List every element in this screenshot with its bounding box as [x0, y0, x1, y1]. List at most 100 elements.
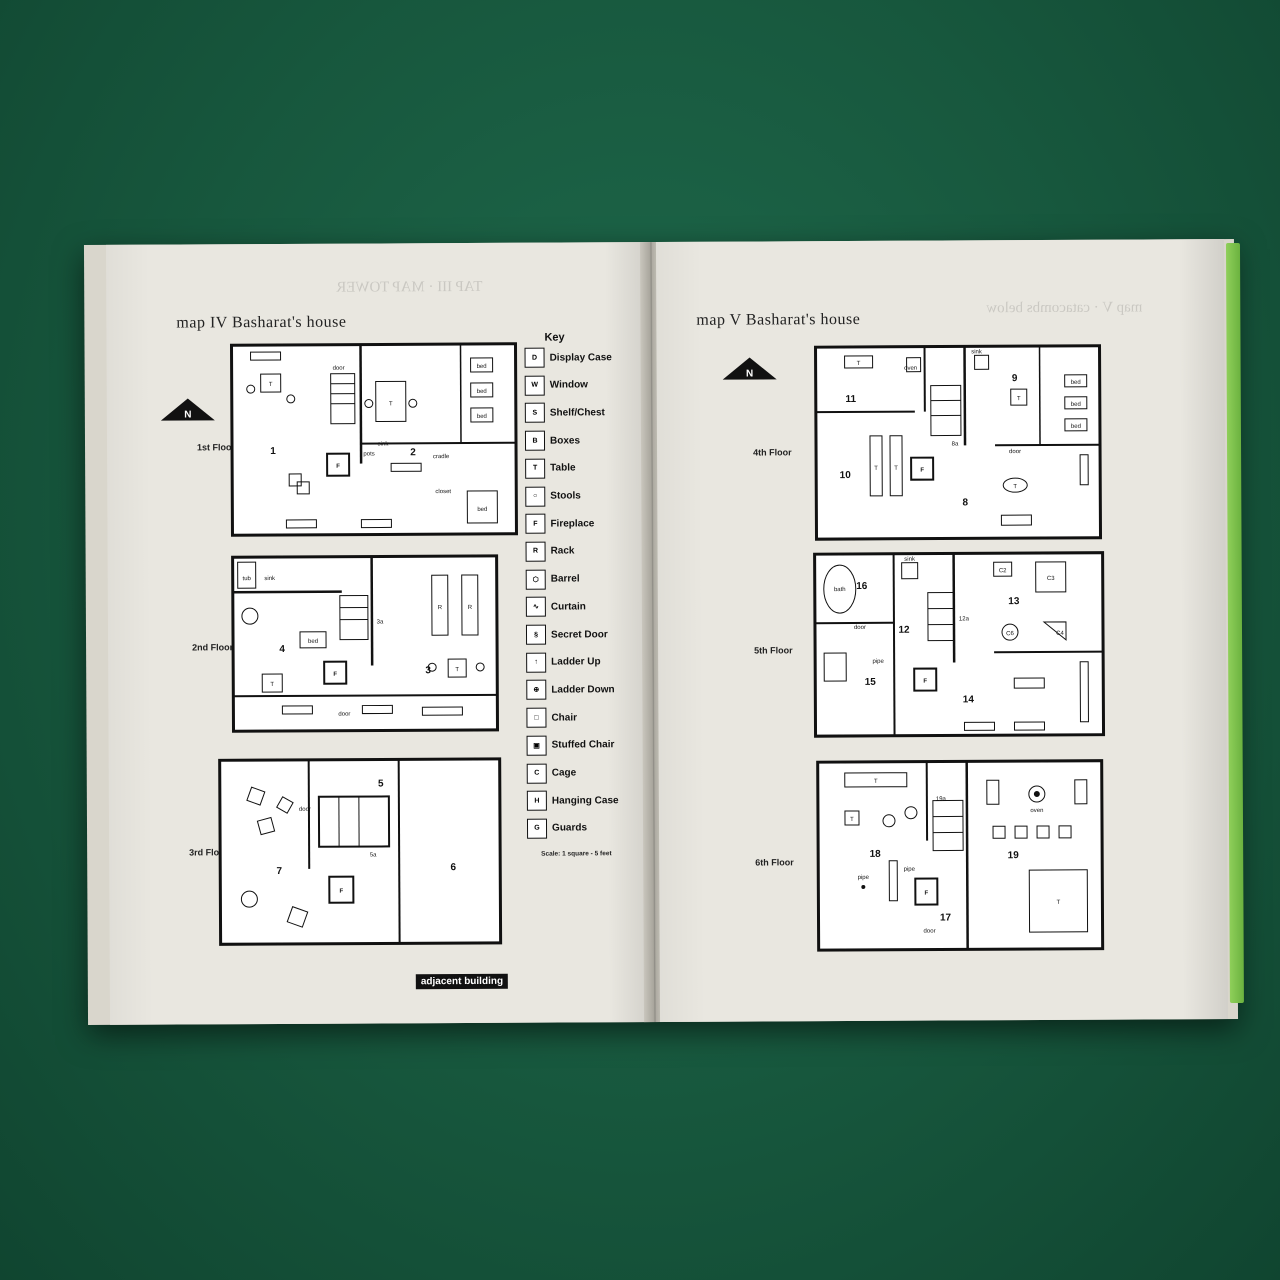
key-item: ▣ Stuffed Chair	[526, 734, 615, 756]
key-label: Curtain	[550, 601, 586, 613]
svg-text:pipe: pipe	[872, 659, 884, 665]
key-label: Barrel	[550, 573, 580, 585]
svg-text:3a: 3a	[377, 619, 384, 625]
svg-text:oven: oven	[904, 366, 917, 372]
svg-text:T: T	[269, 382, 273, 388]
svg-text:pipe: pipe	[858, 875, 870, 881]
svg-text:17: 17	[940, 912, 952, 923]
svg-text:door: door	[338, 712, 350, 718]
svg-text:13: 13	[1008, 596, 1020, 607]
svg-text:sink: sink	[264, 576, 276, 582]
svg-text:8a: 8a	[952, 441, 959, 447]
key-label: Guards	[551, 822, 588, 834]
key-symbol-icon: H	[526, 790, 547, 811]
svg-text:4: 4	[279, 644, 285, 655]
right-page: map V · catacombs below map V Basharat's…	[655, 239, 1229, 1023]
key-symbol-icon: □	[526, 707, 547, 728]
svg-text:bed: bed	[308, 639, 318, 645]
svg-text:bed: bed	[1071, 424, 1081, 430]
svg-text:T: T	[1013, 484, 1017, 490]
svg-text:T: T	[874, 779, 878, 785]
key-symbol-icon: F	[525, 513, 546, 534]
svg-text:T: T	[894, 466, 898, 472]
floor-plan-5th: bath sink F pipe C2 C3 C6 C4 16 12 12a 1…	[813, 551, 1106, 738]
svg-text:T: T	[389, 401, 393, 407]
key-item: ⊕Ladder Down	[526, 679, 615, 701]
svg-text:sink: sink	[378, 441, 390, 447]
svg-text:9: 9	[1012, 373, 1018, 384]
svg-text:3: 3	[425, 665, 431, 676]
svg-text:T: T	[270, 682, 274, 688]
key-symbol-icon: R	[525, 541, 546, 562]
svg-text:F: F	[925, 891, 929, 897]
svg-text:1: 1	[270, 446, 276, 457]
svg-text:C6: C6	[1006, 631, 1014, 637]
svg-text:bath: bath	[834, 587, 846, 593]
key-label: Table	[550, 462, 576, 474]
svg-text:bed: bed	[477, 507, 487, 513]
svg-text:C4: C4	[1056, 631, 1064, 637]
right-map-title: map V Basharat's house	[696, 310, 861, 329]
compass-north-icon: N	[160, 398, 215, 421]
floor-plan-3rd: F 7 5 5a 6 door	[218, 757, 503, 946]
key-symbol-icon: ○	[525, 486, 546, 507]
svg-text:5a: 5a	[370, 852, 377, 858]
svg-text:18: 18	[870, 849, 882, 860]
floor-plan-4th: F T T T oven sink T bed bed bed T 11 9 1…	[814, 344, 1103, 541]
svg-text:11: 11	[845, 394, 856, 405]
bleed-through-text: map V · catacombs below	[986, 299, 1143, 317]
svg-text:tub: tub	[243, 576, 252, 582]
key-label: Rack	[550, 545, 575, 557]
key-symbol-icon: ∿	[525, 596, 546, 618]
svg-text:F: F	[340, 889, 344, 895]
key-label: Secret Door	[550, 628, 608, 641]
svg-text:F: F	[333, 672, 337, 678]
key-label: Stools	[550, 490, 581, 502]
key-label: Ladder Down	[551, 684, 615, 696]
svg-text:F: F	[336, 464, 340, 470]
bleed-through-text: TAP III · MAP TOWER	[336, 278, 483, 296]
key-item: D Display Case	[524, 346, 612, 368]
svg-text:10: 10	[840, 470, 852, 481]
svg-text:closet: closet	[435, 489, 451, 495]
key-symbol-icon: ↑	[526, 652, 547, 673]
svg-text:door: door	[854, 625, 866, 631]
svg-text:bed: bed	[477, 364, 487, 370]
svg-text:T: T	[1017, 396, 1021, 402]
svg-text:C2: C2	[999, 568, 1007, 574]
svg-text:R: R	[468, 605, 473, 611]
key-item: R Rack	[525, 540, 575, 562]
svg-text:2: 2	[410, 447, 416, 458]
floor-label-6th: 6th Floor	[755, 857, 794, 868]
svg-text:19: 19	[1008, 850, 1020, 861]
svg-text:cradle: cradle	[433, 454, 450, 460]
key-symbol-icon: §	[525, 624, 547, 645]
svg-text:oven: oven	[1030, 808, 1043, 814]
key-item: ⬡Barrel	[525, 568, 580, 590]
svg-text:12: 12	[898, 625, 910, 636]
svg-text:7: 7	[276, 866, 282, 877]
floor-plan-6th: T F T pipe pipe oven T 18 17 19 19a	[816, 759, 1105, 952]
key-symbol-icon: T	[525, 458, 546, 479]
key-label: Stuffed Chair	[551, 739, 615, 751]
key-label: Display Case	[549, 351, 612, 364]
svg-text:N: N	[746, 369, 753, 380]
svg-text:15: 15	[865, 677, 877, 688]
key-symbol-icon: ▣	[526, 735, 547, 756]
key-symbol-icon: D	[524, 347, 545, 368]
svg-text:16: 16	[856, 581, 868, 592]
svg-text:14: 14	[963, 694, 975, 705]
key-symbol-icon: S	[524, 402, 545, 424]
svg-text:bed: bed	[477, 389, 487, 395]
svg-text:6: 6	[450, 862, 456, 873]
svg-text:door: door	[299, 807, 311, 813]
key-label: Boxes	[549, 435, 581, 447]
svg-text:C3: C3	[1047, 576, 1055, 582]
svg-text:T: T	[1057, 900, 1061, 906]
compass-north-icon: N	[722, 357, 777, 380]
